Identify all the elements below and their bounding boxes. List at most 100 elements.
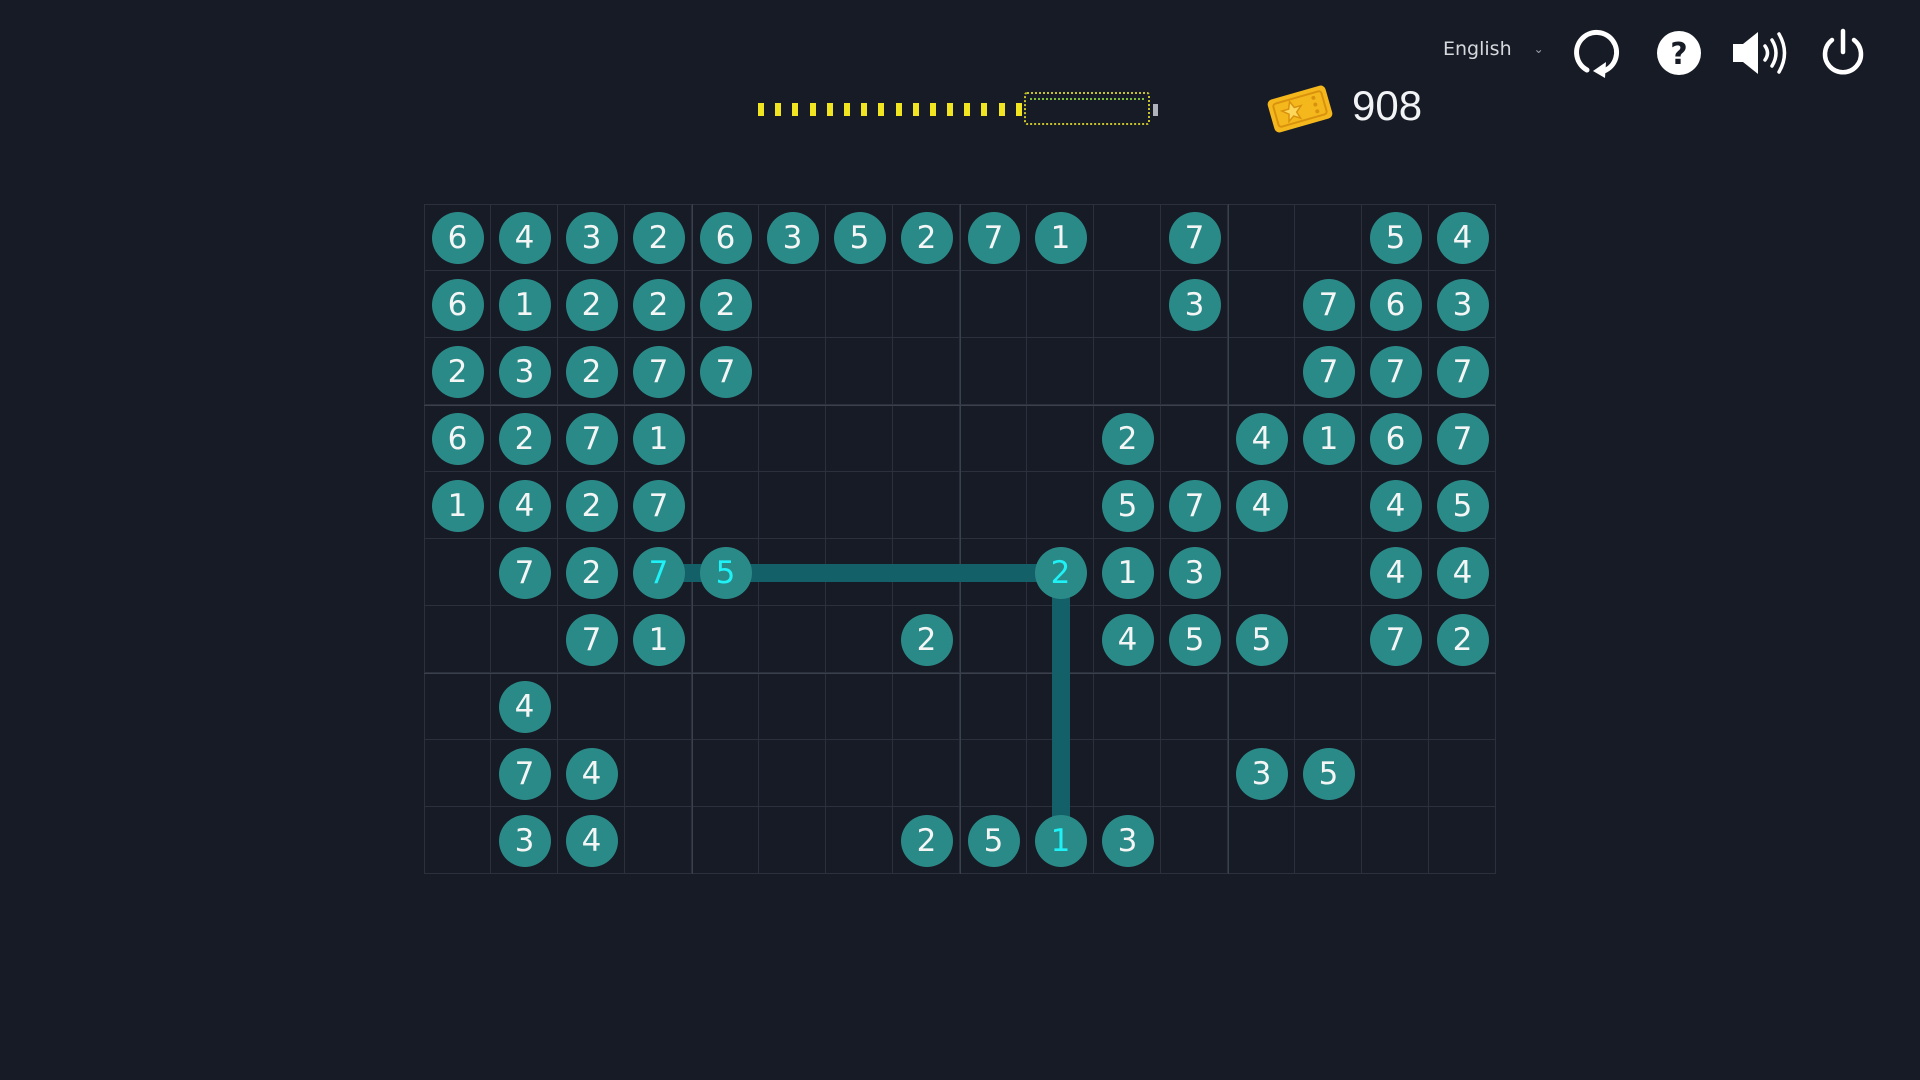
board-cell[interactable]: [424, 539, 491, 606]
board-cell[interactable]: [960, 807, 1027, 874]
board-cell[interactable]: [491, 204, 558, 271]
board-cell[interactable]: [826, 807, 893, 874]
number-tile[interactable]: 2: [632, 278, 685, 331]
board-cell[interactable]: [1295, 204, 1362, 271]
board-cell[interactable]: [491, 271, 558, 338]
board-cell[interactable]: [692, 204, 759, 271]
board-cell[interactable]: [893, 740, 960, 807]
board-cell[interactable]: [893, 673, 960, 740]
board-cell[interactable]: [424, 204, 491, 271]
number-tile[interactable]: 6: [699, 211, 752, 264]
board-cell[interactable]: [424, 740, 491, 807]
number-tile[interactable]: 7: [1369, 345, 1422, 398]
board-cell[interactable]: [1228, 338, 1295, 405]
board-cell[interactable]: [1027, 807, 1094, 874]
number-tile[interactable]: 3: [1235, 747, 1288, 800]
board-cell[interactable]: [1429, 405, 1496, 472]
board-cell[interactable]: [1094, 271, 1161, 338]
number-tile[interactable]: 4: [1235, 412, 1288, 465]
board-cell[interactable]: [692, 807, 759, 874]
board-cell[interactable]: [960, 606, 1027, 673]
number-tile-selected[interactable]: 1: [1034, 814, 1087, 867]
board-cell[interactable]: [1429, 606, 1496, 673]
board-cell[interactable]: [424, 673, 491, 740]
board-cell[interactable]: [1362, 338, 1429, 405]
board-cell[interactable]: [1027, 338, 1094, 405]
sound-icon[interactable]: [1730, 26, 1794, 80]
number-tile[interactable]: 1: [1101, 546, 1154, 599]
board-cell[interactable]: [625, 338, 692, 405]
board-cell[interactable]: [1429, 673, 1496, 740]
board-cell[interactable]: [1228, 271, 1295, 338]
number-tile[interactable]: 3: [498, 814, 551, 867]
board-cell[interactable]: [424, 405, 491, 472]
number-tile[interactable]: 6: [1369, 278, 1422, 331]
board-cell[interactable]: [625, 472, 692, 539]
board-cell[interactable]: [759, 807, 826, 874]
number-tile[interactable]: 4: [1436, 546, 1489, 599]
number-tile[interactable]: 4: [565, 814, 618, 867]
number-tile[interactable]: 4: [1436, 211, 1489, 264]
board-cell[interactable]: [625, 673, 692, 740]
number-tile[interactable]: 7: [1369, 613, 1422, 666]
board-cell[interactable]: [491, 539, 558, 606]
number-tile[interactable]: 5: [1302, 747, 1355, 800]
board-cell[interactable]: [1027, 405, 1094, 472]
number-tile[interactable]: 7: [498, 546, 551, 599]
number-tile[interactable]: 2: [565, 345, 618, 398]
number-tile[interactable]: 6: [1369, 412, 1422, 465]
board-cell[interactable]: [491, 472, 558, 539]
board-cell[interactable]: [759, 338, 826, 405]
board-cell[interactable]: [960, 271, 1027, 338]
board-cell[interactable]: [1094, 405, 1161, 472]
board-cell[interactable]: [625, 271, 692, 338]
board-cell[interactable]: [759, 606, 826, 673]
number-tile[interactable]: 1: [498, 278, 551, 331]
board-cell[interactable]: [893, 271, 960, 338]
board-cell[interactable]: [826, 472, 893, 539]
board-cell[interactable]: [1295, 405, 1362, 472]
board-cell[interactable]: [625, 740, 692, 807]
board-cell[interactable]: [1027, 204, 1094, 271]
board-cell[interactable]: [424, 606, 491, 673]
board-cell[interactable]: [1295, 673, 1362, 740]
board-cell[interactable]: [558, 338, 625, 405]
board-cell[interactable]: [826, 271, 893, 338]
board-cell[interactable]: [1161, 807, 1228, 874]
board-cell[interactable]: [491, 405, 558, 472]
number-tile[interactable]: 7: [498, 747, 551, 800]
board-cell[interactable]: [1228, 204, 1295, 271]
board-cell[interactable]: [625, 807, 692, 874]
board-cell[interactable]: [692, 606, 759, 673]
board-cell[interactable]: [1362, 807, 1429, 874]
number-tile[interactable]: 7: [1302, 278, 1355, 331]
board-cell[interactable]: [1228, 472, 1295, 539]
board-cell[interactable]: [826, 204, 893, 271]
board-cell[interactable]: [1295, 338, 1362, 405]
board-cell[interactable]: [692, 673, 759, 740]
board-cell[interactable]: [558, 405, 625, 472]
board-cell[interactable]: [960, 204, 1027, 271]
number-tile[interactable]: 3: [565, 211, 618, 264]
number-tile[interactable]: 4: [498, 479, 551, 532]
board-cell[interactable]: [1295, 740, 1362, 807]
board-cell[interactable]: [1094, 204, 1161, 271]
number-tile[interactable]: 7: [967, 211, 1020, 264]
board-cell[interactable]: [1094, 606, 1161, 673]
number-tile[interactable]: 3: [498, 345, 551, 398]
board-cell[interactable]: [1429, 740, 1496, 807]
board-cell[interactable]: [491, 807, 558, 874]
board-cell[interactable]: [759, 673, 826, 740]
number-tile[interactable]: 2: [900, 613, 953, 666]
board-cell[interactable]: [491, 740, 558, 807]
number-tile[interactable]: 7: [632, 479, 685, 532]
number-tile[interactable]: 2: [1436, 613, 1489, 666]
board-cell[interactable]: [1094, 338, 1161, 405]
number-tile[interactable]: 7: [1436, 412, 1489, 465]
number-tile[interactable]: 2: [900, 814, 953, 867]
board-cell[interactable]: [960, 338, 1027, 405]
help-icon[interactable]: ?: [1652, 26, 1706, 80]
board-cell[interactable]: [759, 740, 826, 807]
number-tile[interactable]: 5: [1168, 613, 1221, 666]
board-cell[interactable]: [893, 338, 960, 405]
